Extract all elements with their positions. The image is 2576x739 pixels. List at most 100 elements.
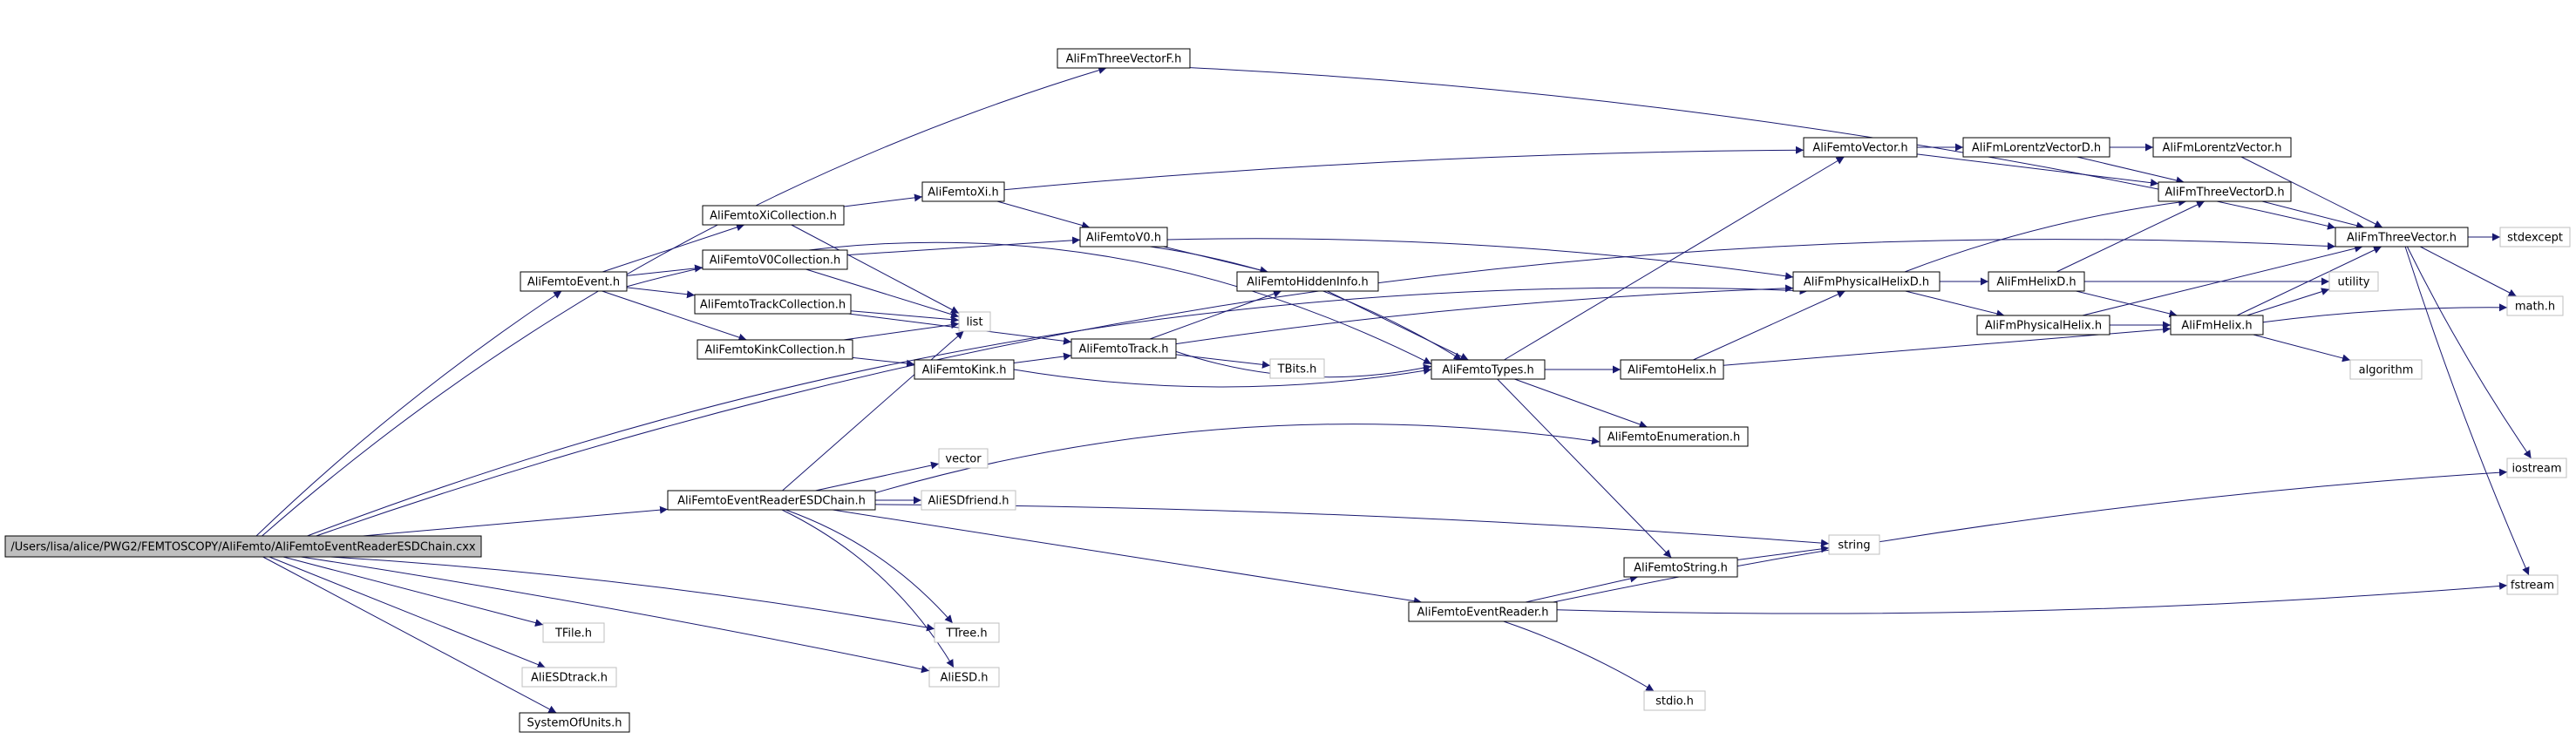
node-label: AliFemtoXiCollection.h bbox=[710, 210, 837, 223]
node-tfile: TFile.h bbox=[542, 622, 605, 643]
edge-types-to-enumeration bbox=[1514, 378, 1648, 429]
node-threevecF[interactable]: AliFmThreeVectorF.h bbox=[1057, 48, 1191, 69]
node-track[interactable]: AliFemtoTrack.h bbox=[1071, 338, 1177, 359]
node-types[interactable]: AliFemtoTypes.h bbox=[1431, 359, 1546, 380]
node-box bbox=[914, 359, 1015, 380]
node-box bbox=[1792, 271, 1940, 292]
node-box bbox=[2506, 458, 2567, 478]
node-kinkcoll[interactable]: AliFemtoKinkCollection.h bbox=[697, 339, 853, 360]
node-v0[interactable]: AliFemtoV0.h bbox=[1079, 227, 1168, 247]
node-femtostring[interactable]: AliFemtoString.h bbox=[1623, 557, 1738, 578]
edge-hidden-to-types bbox=[1327, 290, 1469, 361]
edge-esdchain_h-to-ttree bbox=[785, 509, 954, 624]
edge-threevecD-to-threevec bbox=[2261, 200, 2365, 230]
edge-eventreader-to-iostream bbox=[1553, 468, 2508, 603]
node-box bbox=[702, 249, 848, 270]
node-threevecD[interactable]: AliFmThreeVectorD.h bbox=[2158, 181, 2292, 202]
node-label: AliFemtoHelix.h bbox=[1628, 364, 1716, 377]
node-lorentzD[interactable]: AliFmLorentzVectorD.h bbox=[1962, 137, 2110, 158]
node-label: AliFemtoKink.h bbox=[922, 364, 1007, 377]
edge-vector_h-to-threevecD bbox=[1916, 153, 2159, 187]
node-event_h[interactable]: AliFemtoEvent.h bbox=[520, 271, 628, 292]
edge-physhelixD-to-threevecD bbox=[1904, 198, 2187, 273]
node-box bbox=[2506, 574, 2559, 595]
node-box bbox=[1057, 48, 1191, 69]
edge-event_h-to-kinkcoll bbox=[602, 290, 747, 342]
node-hidden[interactable]: AliFemtoHiddenInfo.h bbox=[1236, 271, 1379, 292]
node-box bbox=[2335, 227, 2469, 247]
node-box bbox=[2349, 359, 2423, 380]
node-ttree: TTree.h bbox=[934, 622, 1000, 643]
node-physhelix[interactable]: AliFmPhysicalHelix.h bbox=[1976, 315, 2110, 336]
node-units[interactable]: SystemOfUnits.h bbox=[519, 712, 630, 733]
node-helixD[interactable]: AliFmHelixD.h bbox=[1988, 271, 2085, 292]
edge-event_h-to-xicoll bbox=[602, 223, 745, 273]
node-xi[interactable]: AliFemtoXi.h bbox=[921, 181, 1005, 202]
node-xicoll[interactable]: AliFemtoXiCollection.h bbox=[702, 205, 845, 226]
edge-event_h-to-trackcoll bbox=[626, 287, 696, 299]
edge-eventreader-to-femtostring bbox=[1525, 574, 1639, 603]
node-label: AliFemtoEventReader.h bbox=[1417, 607, 1548, 620]
edge-track-to-tbits bbox=[1175, 354, 1271, 369]
edge-kinkcoll-to-kink bbox=[852, 356, 915, 368]
edge-helixD-to-threevecD bbox=[2056, 200, 2206, 273]
edge-lorentz-to-threevec bbox=[2240, 156, 2383, 228]
node-label: AliFemtoXi.h bbox=[928, 186, 999, 200]
node-femtohelix[interactable]: AliFemtoHelix.h bbox=[1620, 359, 1724, 380]
node-label: AliFemtoTrack.h bbox=[1079, 343, 1169, 356]
node-vector_h[interactable]: AliFemtoVector.h bbox=[1803, 137, 1918, 158]
node-lorentz[interactable]: AliFmLorentzVector.h bbox=[2152, 137, 2292, 158]
edge-event_h-to-v0coll bbox=[626, 264, 703, 276]
node-box bbox=[697, 339, 853, 360]
node-label: math.h bbox=[2515, 301, 2555, 314]
node-box bbox=[928, 667, 1000, 688]
edge-root-to-tfile bbox=[282, 556, 544, 627]
node-trackcoll[interactable]: AliFemtoTrackCollection.h bbox=[694, 294, 852, 315]
node-threevec[interactable]: AliFmThreeVector.h bbox=[2335, 227, 2469, 247]
node-label: AliESDtrack.h bbox=[531, 672, 608, 685]
edge-root-to-esdtrack bbox=[268, 556, 546, 668]
edge-threevec-to-iostream bbox=[2406, 246, 2532, 459]
node-box bbox=[1431, 359, 1546, 380]
edge-xicoll-to-list bbox=[791, 224, 960, 314]
node-box bbox=[1988, 271, 2085, 292]
node-box bbox=[4, 535, 482, 558]
node-fmhelix[interactable]: AliFmHelix.h bbox=[2170, 315, 2264, 336]
node-box bbox=[521, 667, 617, 688]
node-root[interactable]: /Users/lisa/alice/PWG2/FEMTOSCOPY/AliFem… bbox=[4, 535, 482, 558]
edge-kink-to-track bbox=[1013, 352, 1072, 363]
node-physhelixD[interactable]: AliFmPhysicalHelixD.h bbox=[1792, 271, 1940, 292]
node-v0coll[interactable]: AliFemtoV0Collection.h bbox=[702, 249, 848, 270]
node-label: AliFmPhysicalHelix.h bbox=[1985, 320, 2102, 333]
edge-root-to-physhelixD bbox=[307, 287, 1808, 537]
edge-track-to-hidden bbox=[1149, 289, 1282, 340]
node-eventreader[interactable]: AliFemtoEventReader.h bbox=[1408, 601, 1558, 622]
node-label: utility bbox=[2338, 276, 2370, 289]
node-label: SystemOfUnits.h bbox=[527, 717, 622, 730]
node-label: AliFemtoV0.h bbox=[1086, 232, 1161, 245]
edge-types-to-femtostring bbox=[1497, 378, 1672, 559]
node-list: list bbox=[958, 311, 991, 332]
edge-fmhelix-to-math bbox=[2262, 303, 2508, 323]
node-box bbox=[702, 205, 845, 226]
node-label: AliFmHelixD.h bbox=[1996, 276, 2076, 289]
node-kink[interactable]: AliFemtoKink.h bbox=[914, 359, 1015, 380]
node-box bbox=[2158, 181, 2292, 202]
edge-v0coll-to-v0 bbox=[846, 236, 1081, 256]
node-esdfriend: AliESDfriend.h bbox=[921, 490, 1016, 511]
node-esdchain_h[interactable]: AliFemtoEventReaderESDChain.h bbox=[667, 490, 876, 511]
node-box bbox=[1236, 271, 1379, 292]
node-iostream: iostream bbox=[2506, 458, 2567, 478]
edge-esdchain_h-to-esd bbox=[781, 509, 955, 668]
node-enumeration[interactable]: AliFemtoEnumeration.h bbox=[1599, 426, 1749, 447]
edge-xicoll-to-xi bbox=[843, 193, 923, 207]
node-fstream: fstream bbox=[2506, 574, 2559, 595]
edge-root-to-esd bbox=[301, 556, 930, 674]
edge-root-to-threevec bbox=[316, 239, 2336, 537]
edge-fmhelix-to-utility bbox=[2246, 288, 2330, 316]
node-label: string bbox=[1838, 539, 1870, 553]
edge-root-to-esdchain_h bbox=[363, 505, 669, 537]
node-label: AliFemtoVector.h bbox=[1812, 142, 1907, 155]
node-box bbox=[542, 622, 605, 643]
